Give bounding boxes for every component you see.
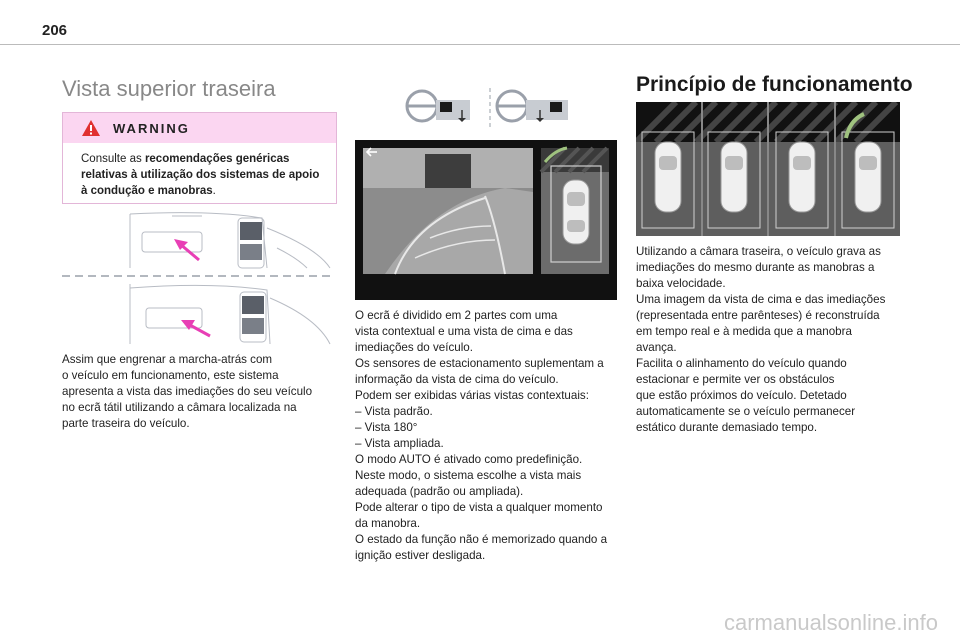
warning-header: WARNING: [63, 113, 336, 143]
watermark: carmanualsonline.info: [723, 610, 938, 635]
steering-reverse-diagram: [400, 86, 590, 130]
left-section-title: Vista superior traseira: [62, 76, 276, 101]
warning-label: WARNING: [113, 120, 190, 136]
car-top-view-icon-3: [788, 141, 816, 213]
car-top-view-icon: [562, 179, 590, 245]
steering-wheel-icon-alt: [495, 89, 568, 123]
split-screen-figure: [355, 140, 617, 300]
steering-wheel-icon: [405, 89, 470, 123]
car-top-view-icon-2: [720, 141, 748, 213]
warning-text: Consulte as recomendações genéricas rela…: [81, 153, 320, 197]
camera-pointer-arrow-top: [174, 239, 200, 262]
rear-camera-location-figure: [62, 208, 335, 348]
left-body-text: Assim que engrenar a marcha-atrás com o …: [62, 353, 313, 430]
header-divider: [0, 44, 960, 45]
back-arrow-icon: [365, 147, 377, 157]
camera-pointer-arrow-bottom: [181, 320, 211, 338]
car-top-view-icon-1: [654, 141, 682, 213]
warning-box: WARNING Consulte as recomendações genéri…: [62, 112, 337, 204]
page-number: 206: [42, 22, 68, 39]
right-body-text: Utilizando a câmara traseira, o veículo …: [636, 245, 886, 434]
warning-triangle-icon: [82, 120, 100, 136]
middle-body-text: O ecrã é dividido em 2 partes com uma vi…: [355, 309, 608, 562]
car-top-view-icon-4: [854, 141, 882, 213]
operating-principle-figure: [633, 99, 900, 236]
right-section-title: Princípio de funcionamento: [636, 73, 913, 96]
